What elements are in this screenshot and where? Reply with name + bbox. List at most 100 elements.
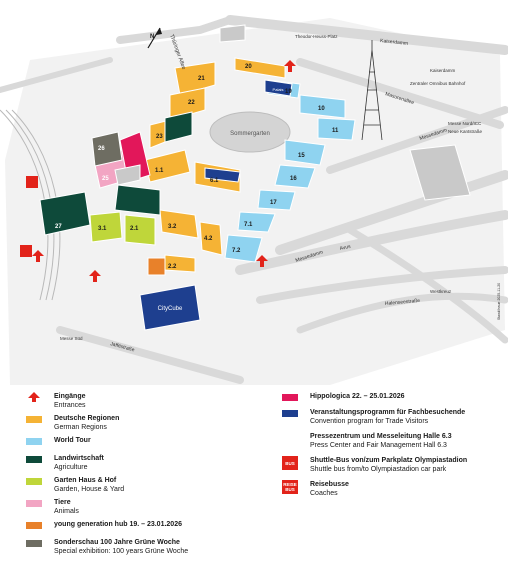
hall-label-16: 16 [290, 176, 297, 182]
hall-label-3-1: 3.1 [98, 226, 107, 232]
hall-15 [284, 139, 326, 166]
legend-german-regions-en: German Regions [54, 424, 107, 431]
coach-stop-icon [20, 245, 32, 257]
legend-animals-en: Animals [54, 508, 79, 515]
swatch-animals [26, 500, 42, 507]
entrance-markers [32, 60, 296, 282]
legend-german-regions-de: Deutsche Regionen [54, 415, 120, 422]
hall-24 [164, 111, 193, 143]
legend-entrances-en: Entrances [54, 402, 86, 409]
legend-press-de: Pressezentrum und Messeleitung Halle 6.3 [310, 433, 452, 440]
hall-3-1 [89, 211, 123, 243]
bus-stop-icon [26, 176, 38, 188]
label-neue-kantstrasse: Neue Kantstraße [448, 129, 483, 134]
sommergarten-label: Sommergarten [230, 131, 270, 137]
hall-youth-hub [147, 257, 166, 276]
label-kaiserdamm-station: Kaiserdamm [430, 68, 456, 73]
palais-label: Palais [273, 87, 284, 92]
legend-hippologica-de: Hippologica 22. – 25.01.2026 [310, 393, 405, 400]
swatch-agriculture [26, 456, 42, 463]
hall-label-7-1: 7.1 [244, 222, 253, 228]
label-messe-nord: Messe Nord/ICC [448, 121, 482, 126]
hall-special-exhibit [91, 131, 123, 167]
label-messe-sued: Messe Süd [60, 336, 83, 341]
building-north [219, 24, 246, 43]
entrance-arrow-south [89, 270, 101, 282]
legend-world-tour: World Tour [26, 436, 91, 445]
halls-agriculture [39, 111, 193, 236]
compass-label: N [150, 34, 154, 40]
hall-27 [39, 191, 91, 236]
label-zob: Zentraler Omnibus Bahnhof [410, 81, 466, 86]
legend-shuttle-en: Shuttle bus from/to Olympiastadion car p… [310, 466, 447, 473]
hall-label-2-1: 2.1 [130, 226, 139, 232]
hall-label-23: 23 [156, 134, 163, 140]
road-stadtautobahn [256, 266, 508, 304]
swatch-hippologica [282, 394, 298, 401]
hall-label-3-2: 3.2 [168, 224, 177, 230]
railway [0, 109, 61, 301]
building-west [114, 164, 141, 186]
label-westkreuz: Westkreuz [430, 289, 452, 294]
halls-garden [89, 211, 156, 246]
sommergarten-area [209, 111, 291, 153]
citycube [139, 284, 201, 331]
hall-20 [234, 57, 286, 79]
hall-7-2 [224, 234, 263, 263]
ground-area [5, 18, 505, 385]
entrance-arrow-west [32, 250, 44, 262]
shuttle-bus-icon: BUS [282, 456, 298, 470]
legend-youth-hub: young generation hub 19. – 23.01.2026 [26, 520, 182, 529]
swatch-special-exhibit [26, 540, 42, 547]
road-west [0, 57, 113, 93]
hall-numbers: 20 21 22 23 25 26 27 1.1 2.1 2.2 3.1 3.2… [55, 64, 339, 270]
hall-label-2-2: 2.2 [168, 264, 177, 270]
road-halensee [296, 292, 508, 334]
label-kaiserdamm: Kaiserdamm [380, 38, 409, 47]
hall-label-10: 10 [318, 106, 325, 112]
road-thueringer [116, 16, 234, 44]
legend-entrances-de: Eingänge [54, 393, 86, 400]
halls-world-tour [224, 79, 356, 263]
coach-bus-icon: REISE BUS [282, 480, 298, 494]
bus-badges [20, 176, 38, 257]
legend-special-exhibit-de: Sonderschau 100 Jahre Grüne Woche [54, 539, 180, 546]
road-messedamm-north [326, 106, 508, 174]
icc-building [409, 144, 471, 201]
legend-hippologica: Hippologica 22. – 25.01.2026 [282, 392, 405, 401]
legend-agriculture-en: Agriculture [54, 464, 88, 471]
entrance-arrow-north [284, 60, 296, 72]
swatch-garden [26, 478, 42, 485]
label-avus: Avus [339, 244, 352, 252]
legend-special-exhibit-en: Special exhibition: 100 years Grüne Woch… [54, 548, 189, 555]
hall-label-7-2: 7.2 [232, 248, 241, 254]
hall-11 [317, 117, 356, 141]
hall-25-agri [114, 184, 161, 216]
hall-6-2 [204, 167, 241, 183]
legend-world-tour-de: World Tour [54, 437, 91, 444]
hall-label-17: 17 [270, 200, 277, 206]
label-theodor-heuss: Theodor-Heuss-Platz [295, 34, 338, 39]
entrance-arrow-icon [28, 392, 40, 402]
map-credit: Stand/Issue 2025-11-20 [497, 283, 501, 320]
palais [264, 79, 293, 97]
hall-7-1 [237, 211, 276, 233]
hall-label-6-1: 6.1 [210, 178, 219, 184]
hall-label-27: 27 [55, 224, 62, 230]
hall-label-20: 20 [245, 64, 252, 70]
event-venues [139, 79, 293, 331]
hall-17 [257, 189, 296, 211]
hall-label-4-2: 4.2 [204, 236, 213, 242]
legend-press-en: Press Center and Fair Management Hall 6.… [310, 442, 447, 449]
legend-press: Pressezentrum und Messeleitung Halle 6.3… [310, 432, 452, 450]
legend-shuttle: BUS Shuttle-Bus von/zum Parkplatz Olympi… [282, 456, 467, 474]
hall-label-11: 11 [332, 128, 339, 134]
legend-coaches-en: Coaches [310, 490, 338, 497]
road-masurenallee [296, 58, 504, 129]
legend-events-en: Convention program for Trade Visitors [310, 418, 429, 425]
